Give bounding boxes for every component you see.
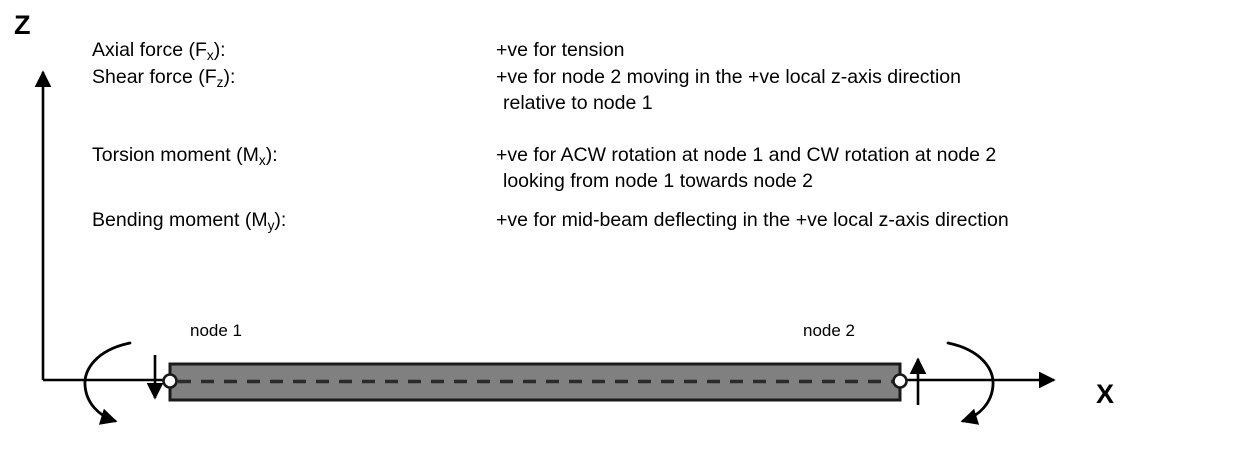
x-axis-label: X (1096, 379, 1115, 409)
legend-label-axial-force-subscript: x (206, 47, 214, 63)
legend-label-bending-moment-subscript: y (267, 217, 275, 233)
legend-label-shear-force-suffix: ): (223, 66, 236, 88)
legend-desc-shear-force-continuation: relative to node 1 (503, 92, 653, 114)
beam-element (168, 362, 902, 402)
legend-label-bending-moment-prefix: Bending moment (M (92, 209, 268, 231)
legend-label-torsion-moment-suffix: ): (265, 144, 278, 166)
node-2-marker (892, 373, 908, 389)
legend-label-shear-force-prefix: Shear force (F (92, 66, 217, 88)
node-1-label: node 1 (190, 321, 242, 340)
legend-desc-bending-moment: +ve for mid-beam deflecting in the +ve l… (496, 209, 1009, 231)
legend-desc-torsion-moment: +ve for ACW rotation at node 1 and CW ro… (496, 144, 997, 166)
legend-label-shear-force-subscript: z (216, 74, 224, 90)
node-2-label: node 2 (803, 321, 855, 340)
legend-label-bending-moment-suffix: ): (274, 209, 287, 231)
node-1-torsion-moment-arrow (83, 341, 132, 425)
legend-desc-axial-force: +ve for tension (496, 39, 625, 61)
legend-label-torsion-moment-prefix: Torsion moment (M (92, 144, 259, 166)
legend-label-bending-moment: Bending moment (My): (92, 209, 287, 233)
legend-label-axial-force: Axial force (Fx): (92, 39, 226, 63)
legend-label-axial-force-suffix: ): (213, 39, 226, 61)
node-2-torsion-moment-arrow (946, 341, 995, 425)
legend-label-axial-force-prefix: Axial force (F (92, 39, 207, 61)
legend-label-torsion-moment: Torsion moment (Mx): (92, 144, 278, 168)
legend-desc-shear-force: +ve for node 2 moving in the +ve local z… (496, 66, 962, 88)
node-1-marker (162, 373, 178, 389)
legend-desc-torsion-moment-continuation: looking from node 1 towards node 2 (503, 170, 814, 192)
legend-label-torsion-moment-subscript: x (258, 152, 266, 168)
z-axis-label: Z (14, 10, 31, 40)
legend-label-shear-force: Shear force (Fz): (92, 66, 236, 90)
